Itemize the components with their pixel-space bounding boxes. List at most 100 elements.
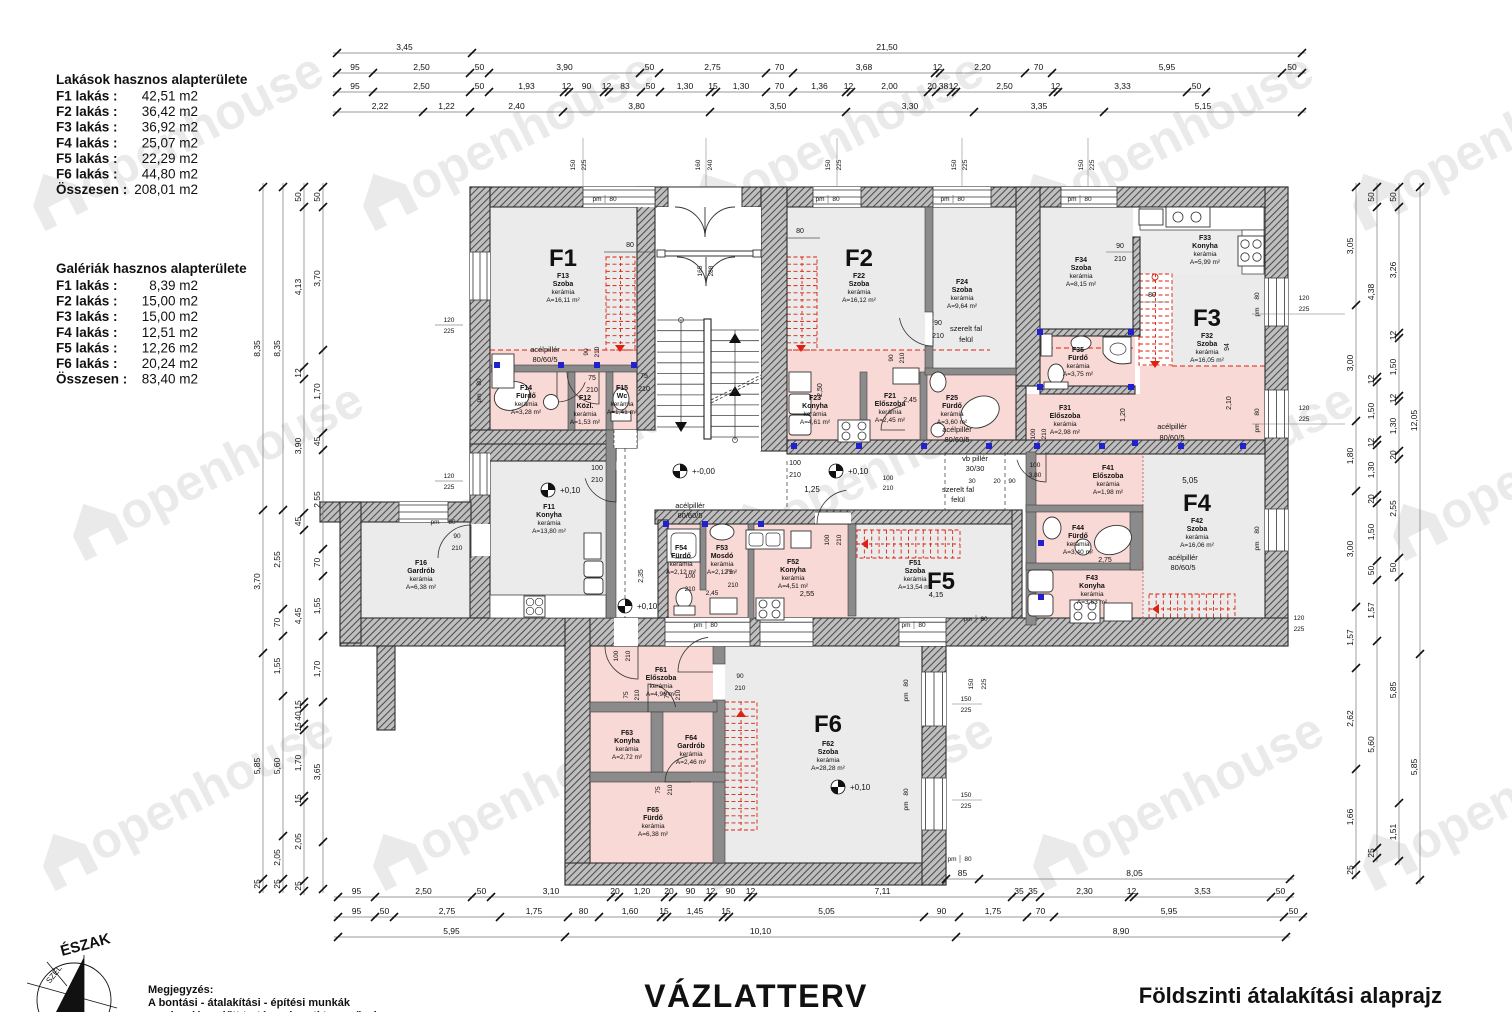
svg-text:75: 75	[664, 691, 671, 699]
svg-text:50: 50	[1388, 192, 1398, 202]
svg-text:120: 120	[1299, 405, 1310, 412]
svg-text:12: 12	[1366, 438, 1376, 448]
svg-text:2,62: 2,62	[1345, 710, 1355, 727]
svg-text:12: 12	[844, 81, 854, 91]
svg-text:210: 210	[883, 485, 894, 492]
svg-text:12: 12	[746, 886, 756, 896]
svg-text:F4 lakás :: F4 lakás :	[56, 325, 118, 340]
svg-text:F11: F11	[543, 504, 555, 511]
svg-text:A=3,60 m²: A=3,60 m²	[937, 419, 968, 426]
svg-text:80: 80	[1254, 292, 1261, 300]
svg-text:3,70: 3,70	[252, 573, 262, 590]
svg-text:F61: F61	[655, 667, 667, 674]
svg-text:3,35: 3,35	[1031, 101, 1048, 111]
svg-text:225: 225	[444, 328, 455, 335]
svg-text:szerelt fal: szerelt fal	[942, 485, 974, 494]
svg-text:F21: F21	[884, 393, 896, 400]
svg-text:F5 lakás :: F5 lakás :	[56, 340, 118, 355]
svg-text:2,40: 2,40	[508, 101, 525, 111]
svg-text:225: 225	[836, 159, 843, 170]
svg-text:94: 94	[1224, 343, 1231, 351]
svg-text:80: 80	[448, 519, 456, 526]
svg-text:kerámia: kerámia	[1069, 273, 1093, 280]
svg-text:3,45: 3,45	[396, 42, 413, 52]
svg-text:A=28,28 m²: A=28,28 m²	[811, 765, 846, 772]
svg-text:50: 50	[380, 906, 390, 916]
svg-text:90: 90	[888, 354, 895, 362]
svg-text:A=1,98 m²: A=1,98 m²	[1093, 489, 1124, 496]
svg-text:50: 50	[475, 81, 485, 91]
svg-text:F15: F15	[616, 385, 628, 392]
svg-text:5,95: 5,95	[443, 926, 460, 936]
svg-text:120: 120	[444, 473, 455, 480]
svg-text:3,68: 3,68	[856, 62, 873, 72]
svg-text:75: 75	[725, 569, 733, 576]
svg-text:50: 50	[477, 886, 487, 896]
svg-text:25: 25	[293, 881, 303, 891]
svg-text:2,55: 2,55	[272, 551, 282, 568]
svg-text:70: 70	[775, 81, 785, 91]
svg-text:8,35: 8,35	[252, 340, 262, 357]
svg-text:1,66: 1,66	[1345, 808, 1355, 825]
svg-text:felül: felül	[959, 335, 973, 344]
svg-text:10,10: 10,10	[750, 926, 772, 936]
svg-text:8,35: 8,35	[272, 340, 282, 357]
svg-text:A=16,12 m²: A=16,12 m²	[842, 297, 877, 304]
svg-text:42,51 m2: 42,51 m2	[142, 89, 198, 104]
svg-text:30: 30	[968, 478, 976, 485]
svg-text:1,30: 1,30	[1366, 461, 1376, 478]
svg-text:35: 35	[1014, 886, 1024, 896]
svg-text:A=4,96 m²: A=4,96 m²	[646, 691, 677, 698]
svg-text:8,90: 8,90	[1113, 926, 1130, 936]
svg-text:F32: F32	[1201, 333, 1213, 340]
svg-text:20: 20	[664, 886, 674, 896]
svg-text:20: 20	[1366, 494, 1376, 504]
svg-text:120: 120	[1299, 295, 1310, 302]
svg-text:Szoba: Szoba	[1197, 341, 1218, 348]
svg-text:Fürdő: Fürdő	[942, 403, 962, 410]
svg-text:Szoba: Szoba	[818, 749, 839, 756]
svg-text:80: 80	[964, 856, 972, 863]
svg-text:F33: F33	[1199, 235, 1211, 242]
svg-text:F44: F44	[1072, 525, 1084, 532]
svg-text:1,60: 1,60	[622, 906, 639, 916]
svg-text:150: 150	[961, 792, 972, 799]
svg-text:A=2,12 m²: A=2,12 m²	[666, 569, 697, 576]
svg-text:70: 70	[775, 62, 785, 72]
svg-text:A=16,11 m²: A=16,11 m²	[546, 297, 580, 304]
svg-text:15: 15	[708, 81, 718, 91]
svg-text:3,50: 3,50	[770, 101, 787, 111]
svg-text:kerámia: kerámia	[679, 751, 703, 758]
svg-text:F3: F3	[1193, 305, 1221, 332]
svg-text:25: 25	[272, 879, 282, 889]
svg-text:pm: pm	[903, 692, 910, 701]
svg-text:50: 50	[475, 62, 485, 72]
svg-text:A=2,45 m²: A=2,45 m²	[875, 417, 906, 424]
svg-text:210: 210	[634, 689, 641, 700]
svg-text:kerámia: kerámia	[1080, 591, 1104, 598]
svg-text:kerámia: kerámia	[816, 757, 840, 764]
svg-text:kerámia: kerámia	[537, 520, 561, 527]
svg-text:2,75: 2,75	[439, 906, 456, 916]
svg-text:210: 210	[728, 582, 739, 589]
svg-text:44,80 m2: 44,80 m2	[142, 167, 198, 182]
svg-text:210: 210	[735, 685, 746, 692]
svg-text:Lakások hasznos alapterülete: Lakások hasznos alapterülete	[56, 72, 248, 87]
svg-text:+0,10: +0,10	[637, 602, 658, 611]
svg-text:210: 210	[1041, 428, 1048, 439]
svg-text:15: 15	[293, 700, 303, 710]
svg-text:3,70: 3,70	[312, 270, 322, 287]
svg-text:22,29 m2: 22,29 m2	[142, 151, 198, 166]
svg-text:120: 120	[1294, 615, 1305, 622]
svg-text:80: 80	[609, 196, 617, 203]
svg-text:165: 165	[697, 265, 704, 276]
svg-text:50: 50	[1276, 886, 1286, 896]
svg-text:F25: F25	[946, 395, 958, 402]
svg-text:Megjegyzés:: Megjegyzés:	[148, 984, 213, 996]
svg-text:kerámia: kerámia	[615, 746, 639, 753]
svg-text:5,05: 5,05	[818, 906, 835, 916]
svg-text:80: 80	[903, 788, 910, 796]
svg-text:1,45: 1,45	[687, 906, 704, 916]
svg-text:pm: pm	[963, 616, 972, 623]
svg-text:80: 80	[796, 228, 804, 235]
